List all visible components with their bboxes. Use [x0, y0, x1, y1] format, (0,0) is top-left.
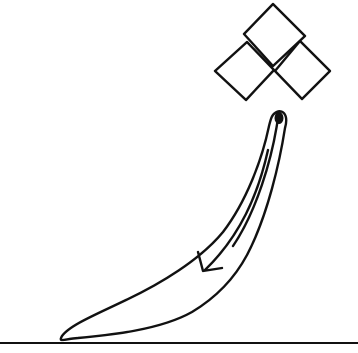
spoon-tip-dot	[275, 112, 284, 124]
